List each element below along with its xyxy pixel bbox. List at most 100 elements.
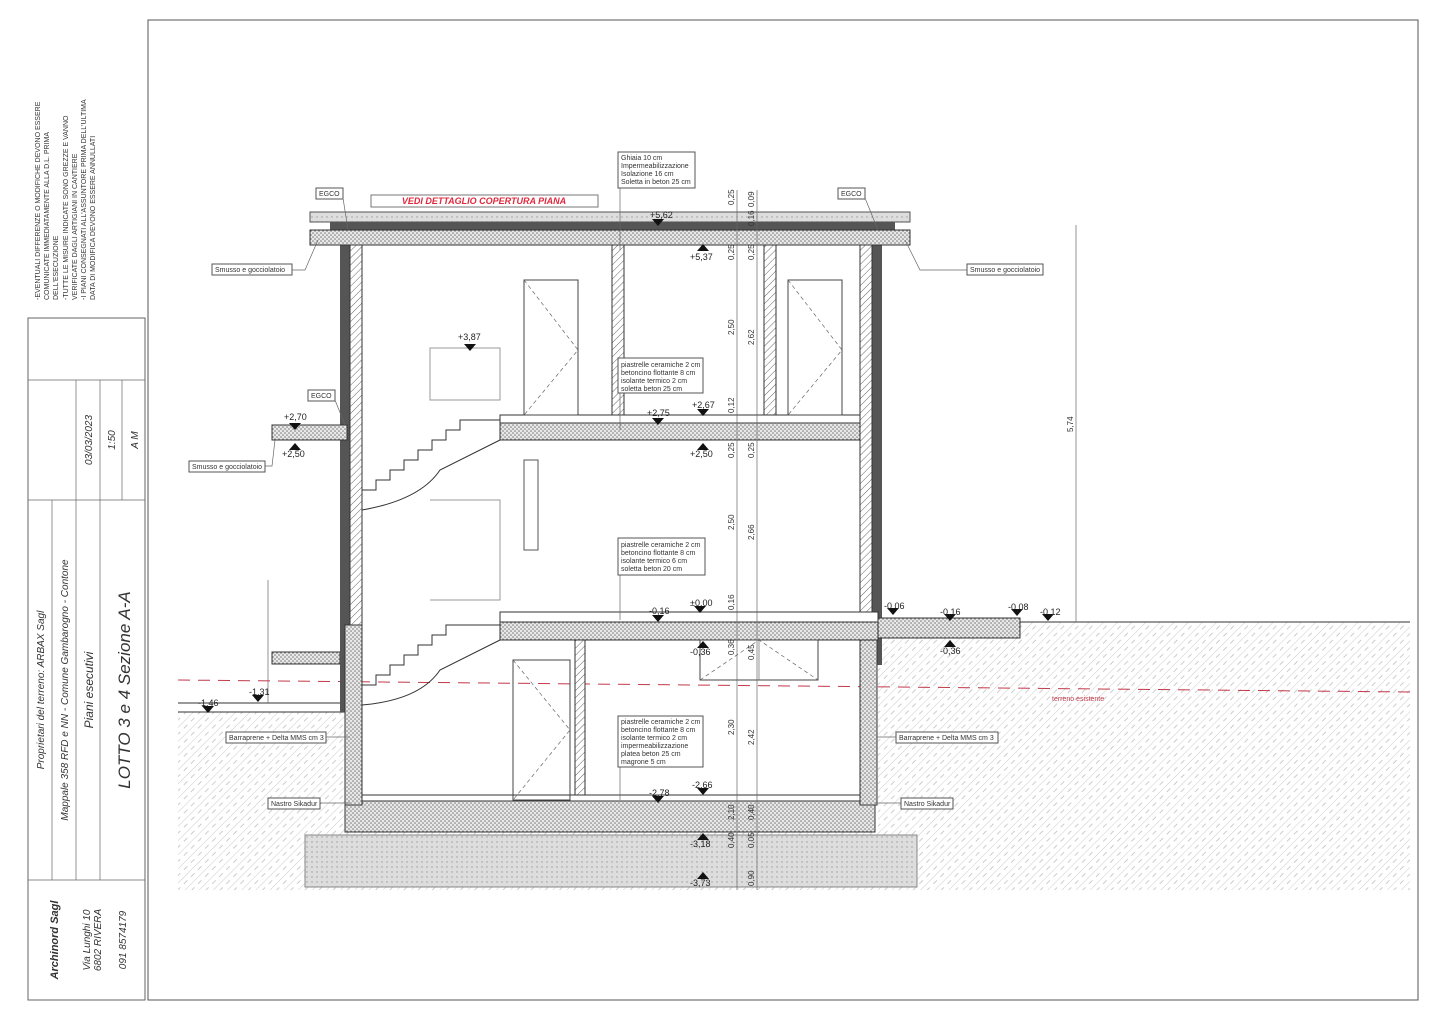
drawing-label: Impermeabilizzazione xyxy=(621,163,689,170)
drawing-label: 2,10 xyxy=(727,804,736,820)
drawing-label: Ghiaia 10 cm xyxy=(621,155,662,162)
drawing-rect xyxy=(309,229,911,246)
drawing-label: +2,50 xyxy=(282,449,305,459)
drawing-path xyxy=(887,608,899,615)
drawing-path xyxy=(361,439,501,511)
drawing-rect xyxy=(267,797,321,810)
drawing-label: EGCO xyxy=(319,191,340,198)
drawing-rect xyxy=(211,263,293,276)
drawing-label: DELL'ESECUZIONE xyxy=(53,235,60,300)
owner-text: Proprietari del terreno: ARBAX Sagl xyxy=(36,610,47,769)
scale-text: 1:50 xyxy=(107,430,118,450)
drawing-label: 2,30 xyxy=(727,719,736,735)
drawing-label: 0,09 xyxy=(747,191,756,207)
drawing-rect xyxy=(361,794,861,802)
drawing-line xyxy=(864,197,879,231)
drawing-rect xyxy=(27,317,146,1001)
drawing-path xyxy=(694,606,706,613)
openings xyxy=(512,279,843,801)
drawing-label: 0,40 xyxy=(727,832,736,848)
drawing-label: 0,90 xyxy=(747,870,756,886)
drawing-rect xyxy=(499,611,879,623)
drawing-label: 0,40 xyxy=(747,804,756,820)
drawing-rect xyxy=(966,263,1044,276)
drawing-line xyxy=(342,197,349,231)
drawing-label: -0,08 xyxy=(1008,602,1029,612)
level-markers: +5,62 +5,37 +3,87 +2,75 +2,67 +2,50 +2,7… xyxy=(198,210,1061,888)
firm-name: Archinord Sagl xyxy=(49,900,61,981)
drawing-label: EGCO xyxy=(311,393,332,400)
layer-callouts: Ghiaia 10 cm Impermeabilizzazione Isolaz… xyxy=(617,151,706,800)
drawing-rect xyxy=(271,651,341,665)
drawing-label: +2,50 xyxy=(690,449,713,459)
drawing-label: 2,50 xyxy=(727,319,736,335)
foundation-slab xyxy=(344,799,876,833)
drawing-label: isolante termico 6 cm xyxy=(621,558,687,565)
drawing-label: impermeabilizzazione xyxy=(621,743,688,750)
tag-labels: EGCO EGCO EGCO Smusso e gocciolatoio Smu… xyxy=(188,187,1104,810)
drawing-label: 2,50 xyxy=(727,514,736,530)
drawing-line xyxy=(334,399,346,426)
roof-detail-note xyxy=(370,194,599,208)
drawing-rect xyxy=(309,211,911,223)
slabs xyxy=(271,211,1021,802)
general-notes: -EVENTUALI DIFFERENZE O MODIFICHE DEVONO… xyxy=(35,99,97,300)
drawing-rect xyxy=(523,459,539,551)
existing-terrain-label: terreno esistente xyxy=(1052,696,1104,703)
drawing-rect xyxy=(617,357,704,394)
drawing-rect xyxy=(872,235,882,665)
drawing-rect xyxy=(349,234,363,626)
drawing-label: piastrelle ceramiche 2 cm xyxy=(621,362,701,369)
drawing-rect xyxy=(763,244,777,416)
drawing-label: 2,42 xyxy=(747,729,756,745)
drawing-label: soletta beton 25 cm xyxy=(621,386,682,393)
door xyxy=(787,279,843,416)
drawing-path xyxy=(697,409,709,416)
drawing-label: +2,67 xyxy=(692,400,715,410)
drawing-label: 0,45 xyxy=(747,644,756,660)
drawing-label: -3,18 xyxy=(690,839,711,849)
title-block: Proprietari del terreno: ARBAX Sagl Mapp… xyxy=(27,317,146,1001)
drawing-label: -I PIANI CONSEGNATI ALL'ASSUNTORE PRIMA … xyxy=(81,99,88,300)
drawing-label: -2,78 xyxy=(649,788,670,798)
drawing-label: DATA DI MODIFICA DEVONO ESSERE ANNULLATI xyxy=(90,136,97,300)
drawing-rect xyxy=(499,414,861,424)
date-text: 03/03/2023 xyxy=(84,415,95,465)
drawing-label: soletta beton 20 cm xyxy=(621,566,682,573)
drawing-rect xyxy=(859,624,878,806)
drawing-path xyxy=(697,788,709,795)
drawing-path xyxy=(697,244,709,251)
drawing-rect xyxy=(344,624,363,806)
drawing-label: Nastro Sikadur xyxy=(271,801,318,808)
drawing-label: platea beton 25 cm xyxy=(621,751,681,758)
drawing-label: -0,36 xyxy=(940,646,961,656)
drawing-rect xyxy=(617,151,696,189)
drawing-label: +5,37 xyxy=(690,252,713,262)
drawing-label: -1,31 xyxy=(249,687,270,697)
drawing-label: Isolazione 16 cm xyxy=(621,171,674,178)
drawing-label: Nastro Sikadur xyxy=(904,801,951,808)
drawing-path xyxy=(652,418,664,425)
drawing-rect xyxy=(617,537,706,576)
drawing-label: Barraprene + Delta MMS cm 3 xyxy=(229,735,324,742)
drawing-label: 0,25 xyxy=(727,244,736,260)
parcel-text: Mappale 358 RFD e NN - Comune Gambarogno… xyxy=(60,559,71,821)
drawing-label: -0,36 xyxy=(690,647,711,657)
drawing-rect xyxy=(225,731,327,744)
drawing-label: -TUTTE LE MISURE INDICATE SONO GREZZE E … xyxy=(63,115,70,300)
drawing-path xyxy=(697,872,709,879)
drawing-label: +3,87 xyxy=(458,332,481,342)
drawing-rect xyxy=(315,187,344,200)
drawing-label: isolante termico 2 cm xyxy=(621,735,687,742)
roof-detail-note-text: VEDI DETTAGLIO COPERTURA PIANA xyxy=(402,196,566,206)
drawing-path xyxy=(652,615,664,622)
drawing-path xyxy=(252,695,264,702)
drawing-polyline xyxy=(787,279,843,416)
drawing-label: 2,66 xyxy=(747,524,756,540)
drawing-rect xyxy=(188,460,266,473)
drawing-rect xyxy=(878,622,1410,890)
drawing-label: COMUNICATE IMMEDIATAMENTE ALLA D.L. PRIM… xyxy=(44,132,51,300)
drawing-label: piastrelle ceramiche 2 cm xyxy=(621,542,701,549)
drawing-label: betoncino flottante 8 cm xyxy=(621,370,695,377)
drawing-label: 0,05 xyxy=(747,832,756,848)
